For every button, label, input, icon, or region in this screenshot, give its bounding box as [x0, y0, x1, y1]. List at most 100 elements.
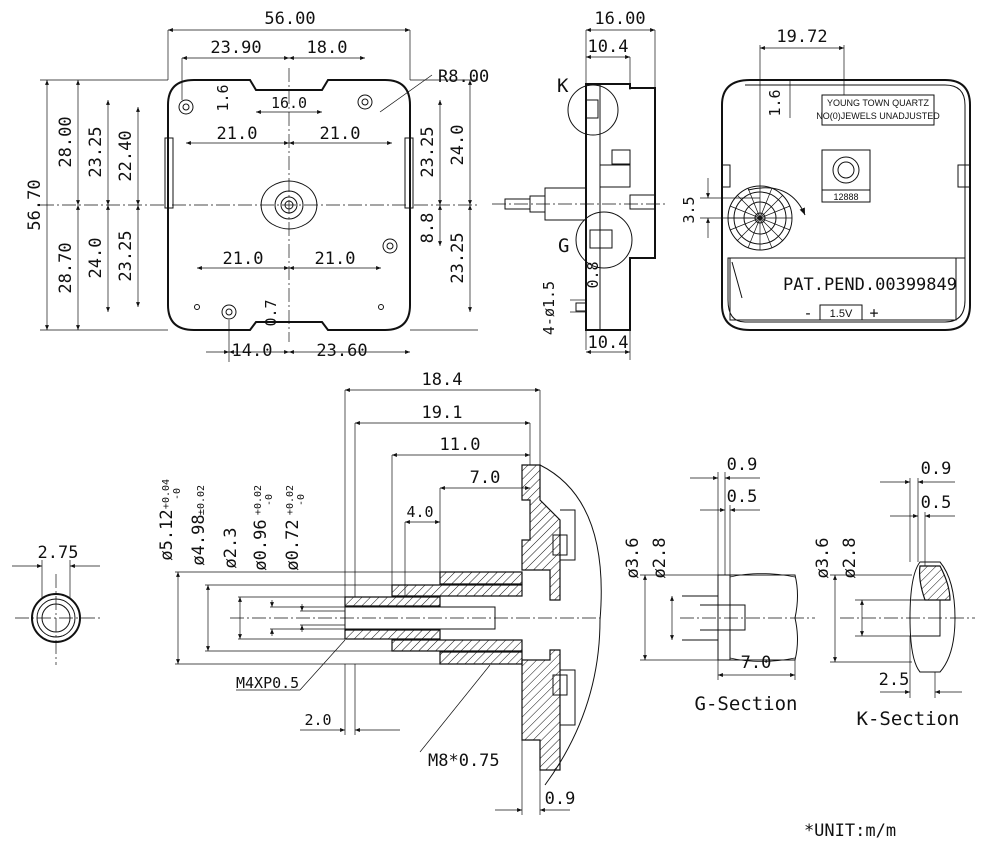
dim-plate: 0.9 [545, 789, 576, 809]
side-view: 16.00 10.4 K G 4-ø1.5 0.8 10.4 [492, 9, 665, 360]
dim-holes-top-left: 21.0 [217, 124, 258, 144]
dim-end-dia: 2.75 [38, 543, 79, 563]
dim-right-offset: 8.8 [418, 213, 438, 244]
g-dim-length: 7.0 [741, 653, 772, 673]
dim-holes: 4-ø1.5 [540, 281, 558, 335]
hole-top-left [178, 99, 194, 115]
dim-len-f: 2.0 [304, 711, 331, 729]
dim-top-right: 18.0 [307, 38, 348, 58]
dim-left-upper-a: 23.25 [86, 126, 106, 177]
dim-dia-5-tol: +0.02-0 [285, 485, 307, 515]
g-dim-dia-b: ø2.8 [650, 538, 670, 579]
end-view: 2.75 [12, 543, 100, 665]
dim-dia-3: ø2.3 [221, 528, 241, 569]
dim-dia-1: ø5.12 [157, 509, 177, 560]
patent-text: PAT.PEND.00399849 [783, 275, 957, 295]
dim-holes-bottom-left: 21.0 [223, 249, 264, 269]
dim-gear-offset: 3.5 [680, 196, 698, 223]
dim-body-bottom: 10.4 [588, 333, 629, 353]
dim-left-upper-b: 22.40 [116, 130, 136, 181]
k-section-title: K-Section [857, 708, 960, 730]
g-section-title: G-Section [695, 693, 798, 715]
battery-minus: - [803, 304, 812, 322]
jewels-text: NO(0)JEWELS UNADJUSTED [816, 111, 940, 121]
dim-len-a: 18.4 [422, 370, 463, 390]
dim-lower-height: 28.70 [56, 242, 76, 293]
hole-bottom [221, 304, 237, 320]
g-dim-a: 0.9 [727, 455, 758, 475]
model-text: 12888 [833, 192, 858, 202]
k-dim-length: 2.5 [879, 670, 910, 690]
k-dim-a: 0.9 [921, 459, 952, 479]
dim-right-lower: 23.25 [448, 232, 468, 283]
k-dim-b: 0.5 [921, 493, 952, 513]
right-slot [404, 137, 414, 209]
inner-tube [344, 596, 441, 607]
dim-dia-4: ø0.96 [251, 519, 271, 570]
dim-dia-2: ø4.98 [189, 514, 209, 565]
battery-icon [819, 304, 863, 321]
battery-plus: + [869, 304, 878, 322]
unit-note: *UNIT:m/m [804, 821, 896, 841]
front-outline [167, 79, 411, 331]
front-view: 56.00 23.90 18.0 16.0 21.0 21.0 1.6 R8.0… [25, 9, 489, 362]
dim-bottom-offset: 0.7 [262, 299, 280, 326]
side-body [585, 83, 656, 331]
dim-depth: 16.00 [594, 9, 645, 29]
g-dim-b: 0.5 [727, 487, 758, 507]
thread-b: M8*0.75 [428, 751, 500, 771]
dim-right-upper-a: 23.25 [418, 126, 438, 177]
brand-label [821, 94, 935, 126]
dim-upper-height: 28.00 [56, 116, 76, 167]
dim-radius: R8.00 [438, 67, 489, 87]
dim-top-offset: 1.6 [214, 84, 232, 111]
dim-side-offset: 0.8 [584, 261, 602, 288]
back-outline [721, 79, 971, 331]
shaft-section: 18.4 19.1 11.0 7.0 4.0 ø5.12 +0.04-0 ø4.… [157, 370, 602, 815]
dim-slot: 16.0 [271, 94, 307, 112]
detail-k-circle [567, 84, 619, 136]
dim-right-upper-b: 24.0 [448, 125, 468, 166]
dim-holes-bottom-right: 21.0 [315, 249, 356, 269]
dim-left-lower-b: 23.25 [116, 230, 136, 281]
left-slot [164, 137, 174, 209]
dim-bottom-left: 14.0 [232, 341, 273, 361]
dim-holes-top-right: 21.0 [320, 124, 361, 144]
dim-back-offset-y: 1.6 [766, 89, 784, 116]
dim-len-b: 19.1 [422, 403, 463, 423]
thread-a: M4XP0.5 [236, 674, 299, 692]
k-section: 0.9 0.5 ø3.6 ø2.8 2.5 K-Section [813, 459, 975, 730]
dim-len-e: 4.0 [406, 503, 433, 521]
k-section-body [909, 561, 956, 673]
battery-label: 1.5V [830, 308, 853, 320]
dim-back-offset-x: 19.72 [776, 27, 827, 47]
label-g: G [558, 235, 569, 257]
dim-len-d: 7.0 [470, 468, 501, 488]
g-section: 0.9 0.5 ø3.6 ø2.8 7.0 G-Section [623, 455, 815, 715]
outer-tube [439, 571, 523, 585]
k-dim-dia-b: ø2.8 [840, 538, 860, 579]
hole-right [382, 238, 398, 254]
dim-bottom-right: 23.60 [316, 341, 367, 361]
back-view: YOUNG TOWN QUARTZ NO(0)JEWELS UNADJUSTED… [680, 27, 971, 331]
dim-dia-2-tol: ±0.02 [196, 485, 207, 515]
k-dim-dia-a: ø3.6 [813, 538, 833, 579]
dim-height: 56.70 [25, 179, 45, 230]
g-dim-dia-a: ø3.6 [623, 538, 643, 579]
hole-top-right [357, 94, 373, 110]
middle-tube [391, 584, 523, 597]
brand-text: YOUNG TOWN QUARTZ [827, 98, 930, 108]
label-k: K [557, 75, 569, 97]
dim-top-left: 23.90 [210, 38, 261, 58]
plate-section [521, 464, 561, 601]
logo-icon [832, 156, 860, 184]
detail-g-circle [575, 211, 633, 269]
dim-len-c: 11.0 [440, 435, 481, 455]
dim-dia-4-tol: +0.02-0 [253, 485, 275, 515]
dim-dia-1-tol: +0.04-0 [161, 479, 183, 509]
dim-width: 56.00 [264, 9, 315, 29]
dim-left-lower-a: 24.0 [86, 238, 106, 279]
dim-dia-5: ø0.72 [283, 519, 303, 570]
logo-box [821, 149, 871, 203]
